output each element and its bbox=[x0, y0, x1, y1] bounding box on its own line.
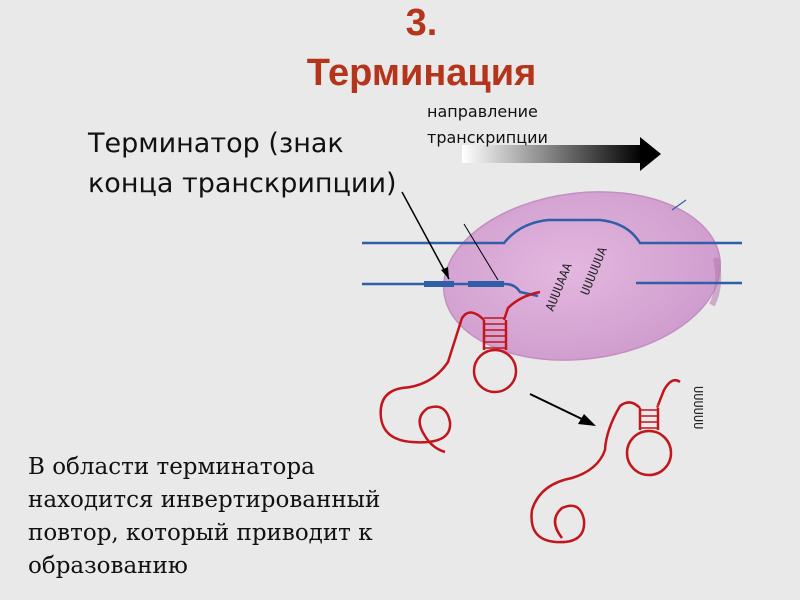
dna-double-helix bbox=[362, 199, 742, 298]
slide-number: 3. bbox=[405, 2, 438, 44]
direction-label: направление транскрипции bbox=[427, 102, 548, 147]
slide-title: Терминация bbox=[306, 52, 537, 94]
released-rna bbox=[530, 379, 681, 544]
rna-hairpin bbox=[379, 290, 541, 454]
body-text: В области терминатора находится инвертир… bbox=[28, 454, 381, 579]
pointer-line bbox=[463, 223, 499, 281]
release-arrow bbox=[529, 393, 596, 426]
released-tail-text: UUUUUU bbox=[691, 386, 705, 429]
terminator-label: Терминатор (знак конца транскрипции) bbox=[88, 128, 397, 199]
rna-polymerase bbox=[442, 191, 722, 361]
terminator-pointer bbox=[401, 191, 450, 280]
transcription-direction-arrow bbox=[462, 137, 661, 171]
